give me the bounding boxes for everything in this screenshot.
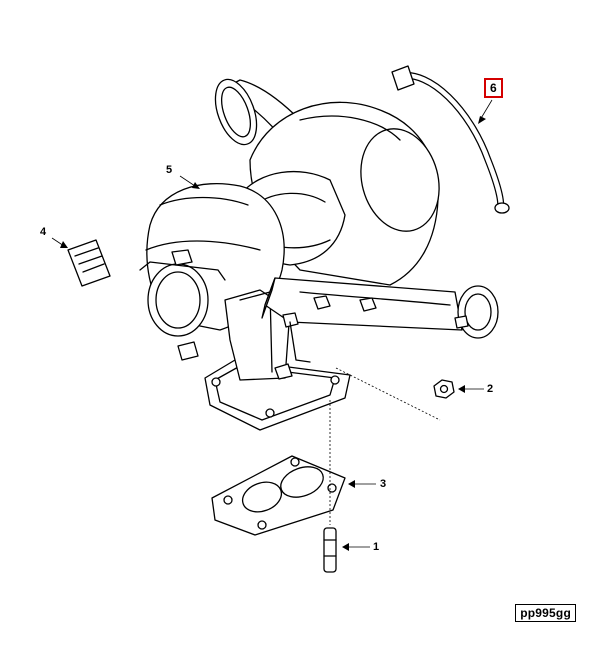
exhaust-gasket (212, 456, 345, 535)
callout-4: 4 (40, 226, 47, 238)
turbine-flange (205, 290, 350, 430)
wastegate-actuator (262, 278, 498, 379)
callout-5: 5 (166, 164, 173, 176)
callout-3: 3 (380, 478, 387, 490)
leader-arrowheads (60, 116, 486, 551)
mounting-stud (324, 528, 336, 572)
figure-id-label: pp995gg (515, 604, 576, 622)
callout-1: 1 (373, 541, 380, 553)
callout-6-highlighted[interactable]: 6 (484, 78, 503, 98)
label-tag (68, 240, 110, 286)
callout-2: 2 (487, 383, 494, 395)
hex-nut (434, 380, 454, 398)
oil-drain-tube (392, 66, 509, 213)
